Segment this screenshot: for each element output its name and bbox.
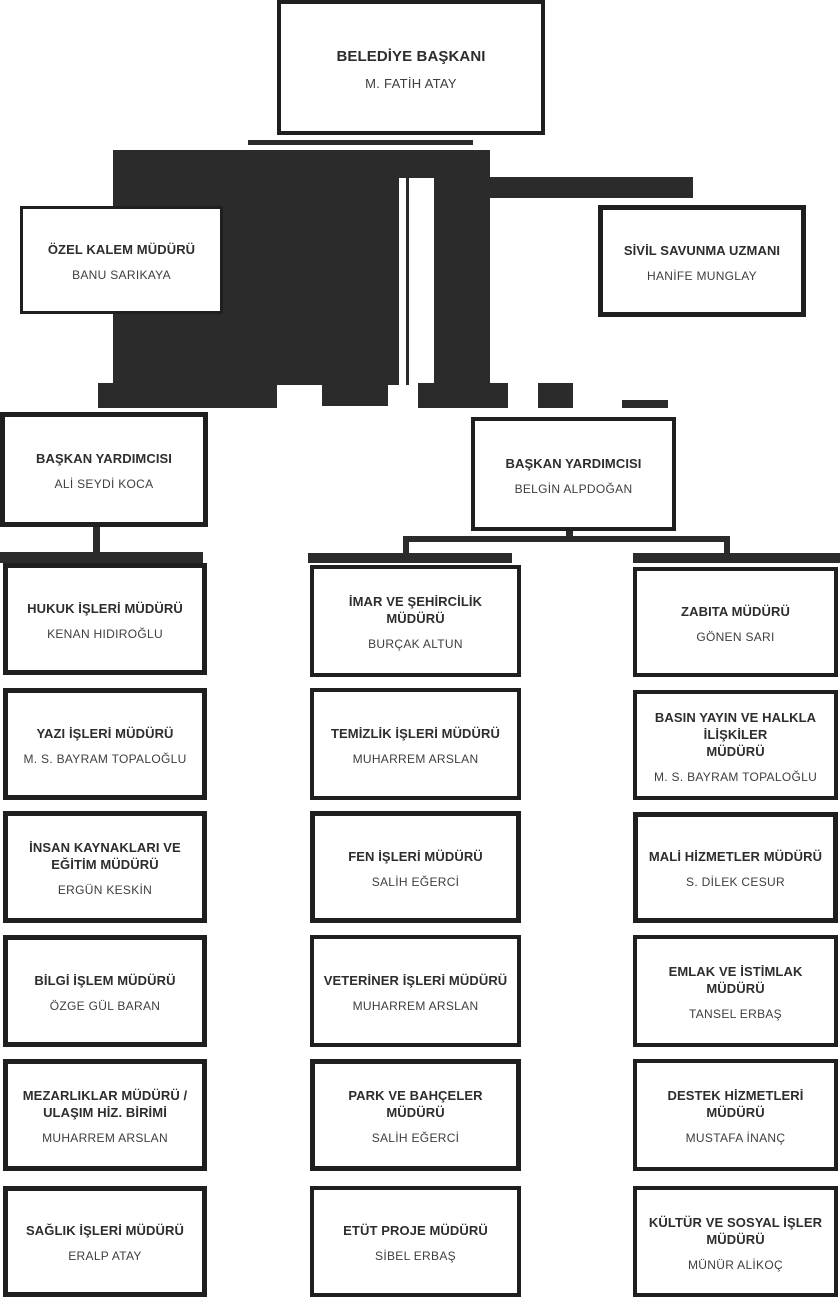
connector-mid-drop bbox=[403, 536, 409, 555]
box-title: HUKUK İŞLERİ MÜDÜRÜ bbox=[27, 600, 183, 616]
box-name: GÖNEN SARI bbox=[696, 629, 775, 644]
box-park-bahceler: PARK VE BAHÇELER MÜDÜRÜ SALİH EĞERCİ bbox=[310, 1059, 521, 1171]
connector-stub bbox=[322, 383, 388, 406]
connector-trunk-slit bbox=[399, 178, 406, 385]
connector-left-column-bar bbox=[0, 552, 203, 563]
box-title: MALİ HİZMETLER MÜDÜRÜ bbox=[648, 849, 823, 865]
box-title: PARK VE BAHÇELER MÜDÜRÜ bbox=[348, 1088, 483, 1121]
box-name: MUSTAFA İNANÇ bbox=[685, 1131, 786, 1146]
box-title: VETERİNER İŞLERİ MÜDÜRÜ bbox=[323, 972, 508, 988]
box-temizlik-isleri: TEMİZLİK İŞLERİ MÜDÜRÜ MUHARREM ARSLAN bbox=[310, 688, 521, 800]
box-name: TANSEL ERBAŞ bbox=[689, 1007, 782, 1022]
box-name: M. S. BAYRAM TOPALOĞLU bbox=[23, 751, 187, 766]
connector-stub bbox=[98, 383, 277, 408]
connector-mid-column-bar bbox=[308, 553, 512, 563]
connector-stub bbox=[622, 400, 668, 408]
box-title: ÖZEL KALEM MÜDÜRÜ bbox=[47, 241, 196, 257]
box-name: S. DİLEK CESUR bbox=[686, 875, 785, 890]
connector-top-bar bbox=[248, 140, 473, 145]
box-basin-yayin: BASIN YAYIN VE HALKLA İLİŞKİLER MÜDÜRÜ M… bbox=[633, 690, 838, 800]
box-name: KENAN HIDIROĞLU bbox=[47, 626, 163, 641]
box-title: KÜLTÜR VE SOSYAL İŞLER MÜDÜRÜ bbox=[648, 1214, 823, 1247]
box-name: BANU SARIKAYA bbox=[72, 267, 171, 282]
box-title: SAĞLIK İŞLERİ MÜDÜRÜ bbox=[26, 1223, 184, 1239]
box-title: BİLGİ İŞLEM MÜDÜRÜ bbox=[34, 972, 176, 988]
box-title: FEN İŞLERİ MÜDÜRÜ bbox=[348, 848, 483, 864]
box-name: MUHARREM ARSLAN bbox=[352, 751, 479, 766]
connector-right-column-bar bbox=[633, 553, 840, 563]
box-name: SİBEL ERBAŞ bbox=[375, 1249, 456, 1264]
box-name: ERALP ATAY bbox=[68, 1249, 142, 1264]
box-mali-hizmetler: MALİ HİZMETLER MÜDÜRÜ S. DİLEK CESUR bbox=[633, 812, 838, 923]
connector-stub bbox=[538, 383, 573, 408]
box-emlak-istimlak: EMLAK VE İSTİMLAK MÜDÜRÜ TANSEL ERBAŞ bbox=[633, 935, 838, 1047]
box-title: SİVİL SAVUNMA UZMANI bbox=[623, 242, 781, 258]
connector-deputy-right-hline bbox=[403, 536, 730, 542]
box-deputy-right: BAŞKAN YARDIMCISI BELGİN ALPDOĞAN bbox=[471, 417, 676, 531]
box-name: ERGÜN KESKİN bbox=[57, 883, 153, 898]
box-name: M. S. BAYRAM TOPALOĞLU bbox=[653, 769, 818, 784]
connector-right-drop bbox=[724, 536, 730, 555]
box-title: İMAR VE ŞEHİRCİLİK MÜDÜRÜ bbox=[348, 594, 483, 627]
box-deputy-left: BAŞKAN YARDIMCISI ALİ SEYDİ KOCA bbox=[0, 412, 208, 527]
box-title: ETÜT PROJE MÜDÜRÜ bbox=[343, 1223, 488, 1239]
box-name: HANİFE MUNGLAY bbox=[647, 268, 757, 283]
box-name: BELGİN ALPDOĞAN bbox=[514, 481, 633, 496]
box-name: M. FATİH ATAY bbox=[365, 75, 457, 91]
box-name: MUHARREM ARSLAN bbox=[42, 1131, 168, 1146]
box-title: DESTEK HİZMETLERİ MÜDÜRÜ bbox=[667, 1088, 804, 1121]
connector-arm-right bbox=[490, 177, 693, 198]
box-title: MEZARLIKLAR MÜDÜRÜ / ULAŞIM HİZ. BİRİMİ bbox=[22, 1088, 188, 1121]
box-yazi-isleri: YAZI İŞLERİ MÜDÜRÜ M. S. BAYRAM TOPALOĞL… bbox=[3, 688, 207, 800]
box-title: BELEDİYE BAŞKANI bbox=[336, 48, 486, 66]
box-imar-sehircilik: İMAR VE ŞEHİRCİLİK MÜDÜRÜ BURÇAK ALTUN bbox=[310, 565, 521, 677]
box-name: ALİ SEYDİ KOCA bbox=[54, 477, 154, 492]
connector-trunk-slit bbox=[409, 178, 434, 385]
box-name: BURÇAK ALTUN bbox=[368, 637, 463, 652]
box-kultur-sosyal: KÜLTÜR VE SOSYAL İŞLER MÜDÜRÜ MÜNÜR ALİK… bbox=[633, 1186, 838, 1297]
box-mayor: BELEDİYE BAŞKANI M. FATİH ATAY bbox=[277, 0, 545, 135]
box-name: SALİH EĞERCİ bbox=[371, 874, 460, 889]
box-sivil-savunma: SİVİL SAVUNMA UZMANI HANİFE MUNGLAY bbox=[598, 205, 806, 317]
connector-stub bbox=[418, 383, 508, 408]
box-title: YAZI İŞLERİ MÜDÜRÜ bbox=[36, 725, 174, 741]
box-veteriner-isleri: VETERİNER İŞLERİ MÜDÜRÜ MUHARREM ARSLAN bbox=[310, 935, 521, 1047]
box-zabita: ZABITA MÜDÜRÜ GÖNEN SARI bbox=[633, 567, 838, 677]
box-mezarliklar-ulasim: MEZARLIKLAR MÜDÜRÜ / ULAŞIM HİZ. BİRİMİ … bbox=[3, 1059, 207, 1171]
box-title: ZABITA MÜDÜRÜ bbox=[681, 603, 790, 619]
box-title: EMLAK VE İSTİMLAK MÜDÜRÜ bbox=[668, 964, 803, 997]
box-ozel-kalem: ÖZEL KALEM MÜDÜRÜ BANU SARIKAYA bbox=[20, 206, 223, 314]
box-title: İNSAN KAYNAKLARI VE EĞİTİM MÜDÜRÜ bbox=[29, 840, 181, 873]
box-title: BASIN YAYIN VE HALKLA İLİŞKİLER MÜDÜRÜ bbox=[654, 709, 817, 759]
box-title: BAŞKAN YARDIMCISI bbox=[35, 451, 173, 467]
box-name: MUHARREM ARSLAN bbox=[352, 998, 479, 1013]
box-destek-hizmetleri: DESTEK HİZMETLERİ MÜDÜRÜ MUSTAFA İNANÇ bbox=[633, 1059, 838, 1171]
box-title: TEMİZLİK İŞLERİ MÜDÜRÜ bbox=[330, 725, 501, 741]
connector-deputy-left-stem bbox=[93, 527, 100, 554]
box-etut-proje: ETÜT PROJE MÜDÜRÜ SİBEL ERBAŞ bbox=[310, 1186, 521, 1297]
box-hukuk-isleri: HUKUK İŞLERİ MÜDÜRÜ KENAN HIDIROĞLU bbox=[3, 563, 207, 675]
box-fen-isleri: FEN İŞLERİ MÜDÜRÜ SALİH EĞERCİ bbox=[310, 811, 521, 923]
box-name: SALİH EĞERCİ bbox=[371, 1131, 460, 1146]
box-name: ÖZGE GÜL BARAN bbox=[49, 998, 161, 1013]
box-title: BAŞKAN YARDIMCISI bbox=[505, 455, 642, 471]
box-insan-kaynaklari: İNSAN KAYNAKLARI VE EĞİTİM MÜDÜRÜ ERGÜN … bbox=[3, 811, 207, 923]
box-name: MÜNÜR ALİKOÇ bbox=[688, 1257, 783, 1272]
box-bilgi-islem: BİLGİ İŞLEM MÜDÜRÜ ÖZGE GÜL BARAN bbox=[3, 935, 207, 1047]
box-saglik-isleri: SAĞLIK İŞLERİ MÜDÜRÜ ERALP ATAY bbox=[3, 1186, 207, 1297]
